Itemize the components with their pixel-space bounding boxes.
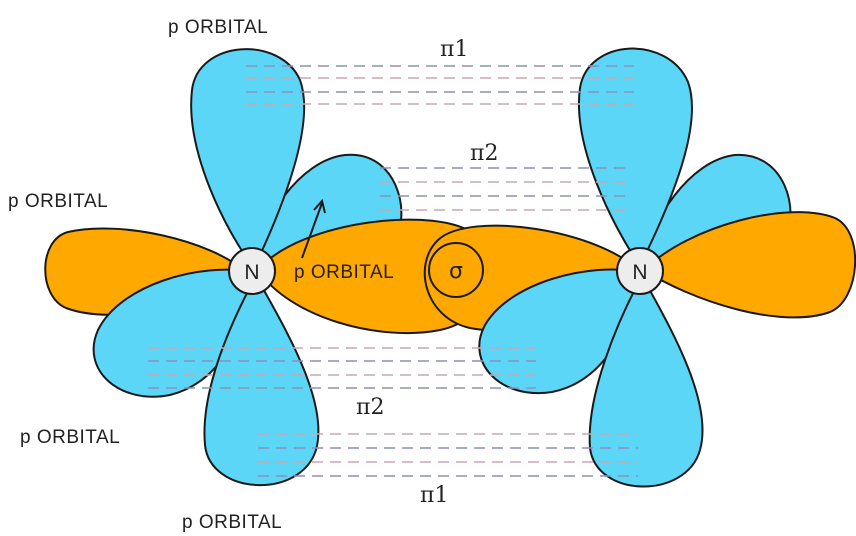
p-orbital-label-bottom: p ORBITAL xyxy=(182,512,282,533)
right-atom-top-pz-lobe xyxy=(578,47,693,269)
pi1-bottom-label: π1 xyxy=(420,483,448,508)
right-nitrogen-nucleus xyxy=(616,247,664,295)
pi2-upper-overlap-lines xyxy=(380,167,632,211)
sigma-label: σ xyxy=(449,259,463,284)
right-atom-outer-sp-lobe xyxy=(642,211,856,319)
left-atom-bottom-pz-lobe xyxy=(203,273,320,486)
pi1-top-overlap-lines xyxy=(246,65,634,105)
arrow-to-rear-p-orbital xyxy=(301,198,326,259)
pi2-lower-overlap-lines xyxy=(148,347,536,389)
left-atom-top-pz-lobe xyxy=(190,48,306,270)
p-orbital-label-top: p ORBITAL xyxy=(168,17,268,38)
pi2-lower-label: π2 xyxy=(356,395,384,420)
right-atom-bottom-pz-lobe xyxy=(588,273,704,488)
pi1-top-label: π1 xyxy=(440,37,468,62)
pi1-bottom-overlap-lines xyxy=(258,433,638,477)
left-nitrogen-nucleus xyxy=(228,247,276,295)
p-orbital-label-center: p ORBITAL xyxy=(294,262,394,283)
sigma-overlap-circle xyxy=(428,242,484,298)
left-nitrogen-label: N xyxy=(244,261,259,284)
p-orbital-label-left: p ORBITAL xyxy=(8,191,108,212)
p-orbital-label-lower-left: p ORBITAL xyxy=(20,427,120,448)
pi2-upper-label: π2 xyxy=(470,141,498,166)
right-nitrogen-label: N xyxy=(632,261,647,284)
